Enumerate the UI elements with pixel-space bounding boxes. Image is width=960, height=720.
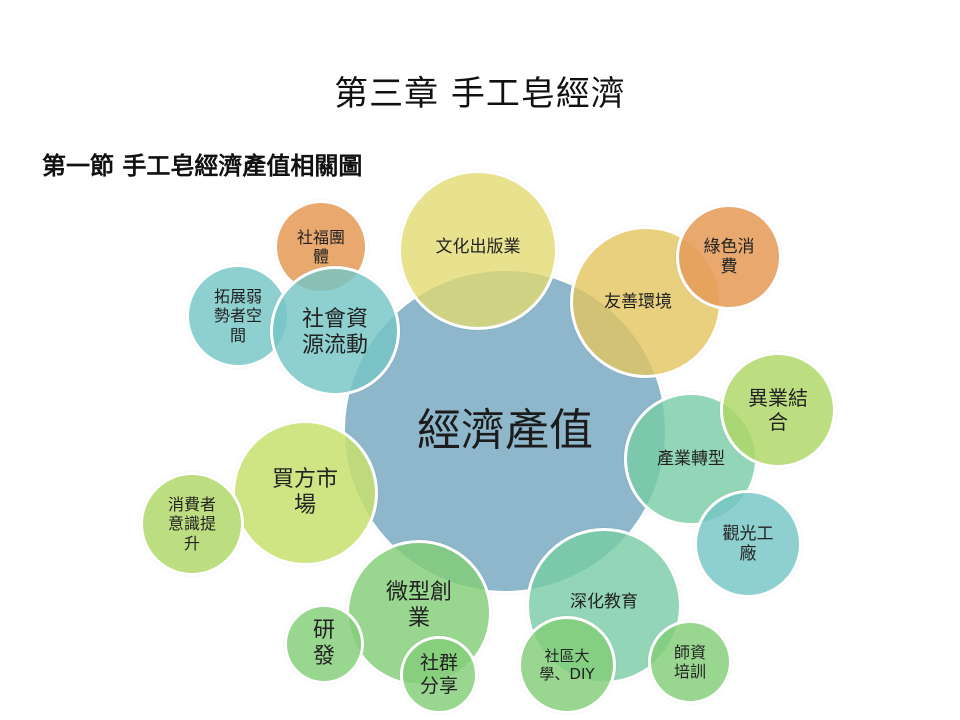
bubble-label: 微型創 業 <box>385 579 452 631</box>
bubble-cross-industry: 異業結 合 <box>720 352 836 468</box>
bubble-label: 研 發 <box>312 617 335 669</box>
bubble-teacher-training: 師資 培訓 <box>648 620 732 704</box>
bubble-label: 綠色消 費 <box>703 236 755 277</box>
bubble-label: 觀光工 廠 <box>722 523 774 564</box>
bubble-label: 文化出版業 <box>435 236 521 257</box>
bubble-label: 買方市 場 <box>271 466 338 518</box>
bubble-label: 社會資 源流動 <box>301 306 368 358</box>
bubble-research: 研 發 <box>284 604 364 684</box>
bubble-buyer-market: 買方市 場 <box>232 420 378 566</box>
bubble-label: 消費者 意識提 升 <box>167 495 216 553</box>
bubble-label: 師資 培訓 <box>673 642 706 681</box>
bubble-label: 社群 分享 <box>419 652 458 697</box>
bubble-label: 社福團 體 <box>296 227 345 266</box>
bubble-consumer-awareness: 消費者 意識提 升 <box>140 472 244 576</box>
bubble-community-college: 社區大 學、DIY <box>518 616 616 714</box>
bubble-label: 產業轉型 <box>657 448 725 469</box>
bubble-social-resources: 社會資 源流動 <box>270 266 400 396</box>
bubble-label: 深化教育 <box>570 591 638 612</box>
bubble-label: 異業結 合 <box>748 386 808 434</box>
page-title: 第三章 手工皂經濟 <box>334 74 626 114</box>
bubble-green-consumption: 綠色消 費 <box>676 204 782 310</box>
section-subtitle: 第一節 手工皂經濟產值相關圖 <box>42 151 363 180</box>
bubble-community-sharing: 社群 分享 <box>400 636 478 714</box>
bubble-label: 友善環境 <box>604 291 672 312</box>
bubble-label: 社區大 學、DIY <box>539 647 595 683</box>
bubble-culture-publishing: 文化出版業 <box>398 170 558 330</box>
bubble-label: 經濟產值 <box>417 404 593 456</box>
bubble-label: 拓展弱 勢者空 間 <box>213 287 262 345</box>
bubble-tourism-factory: 觀光工 廠 <box>694 490 802 598</box>
